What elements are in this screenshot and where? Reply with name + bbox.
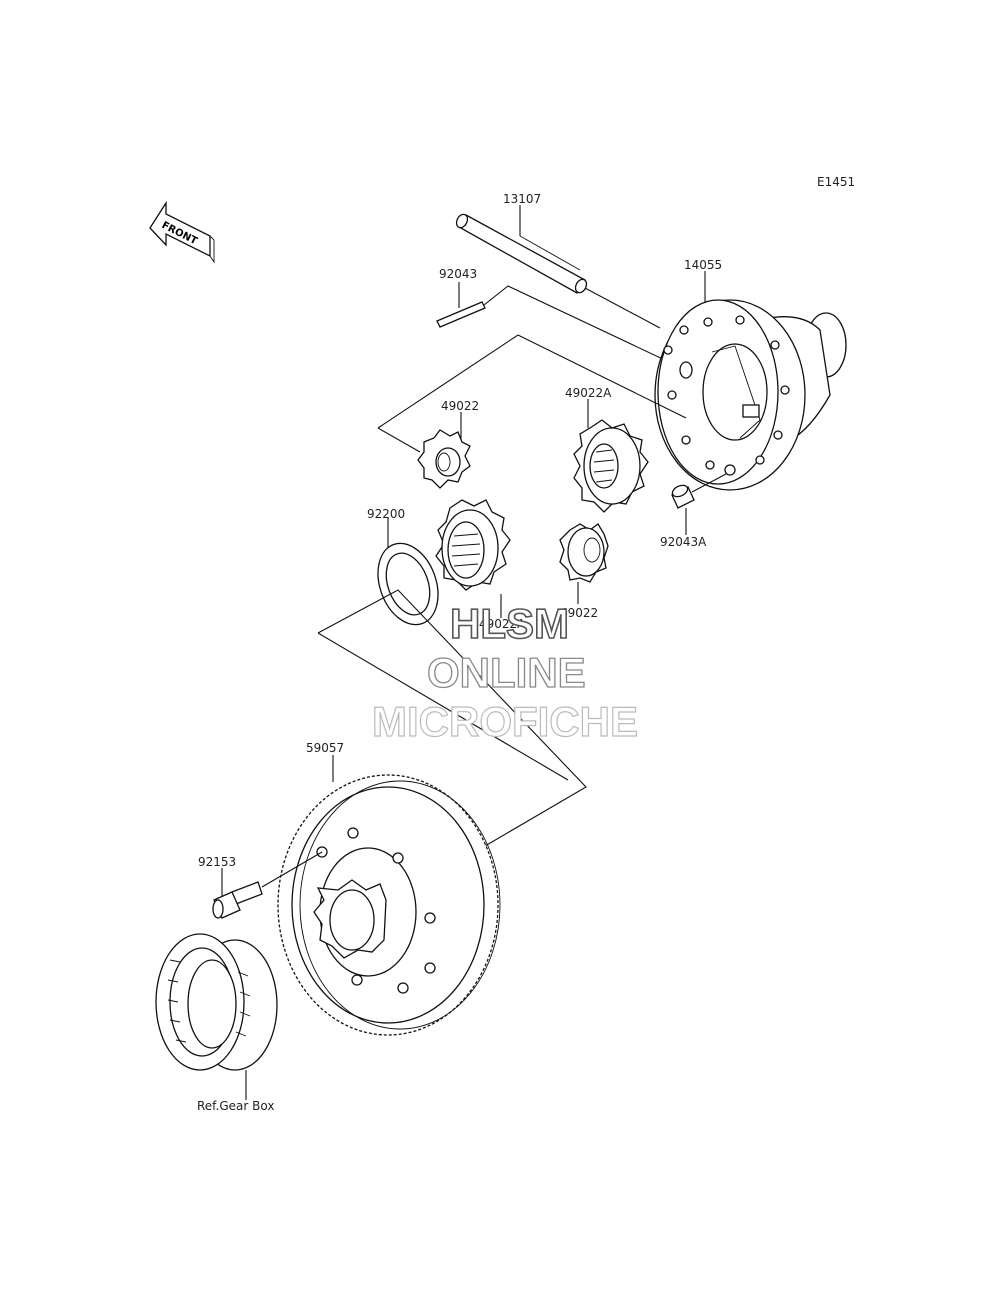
bolt-92153 — [212, 881, 263, 919]
label-49022-top: 49022 — [441, 399, 479, 413]
label-49022A-top: 49022A — [565, 386, 612, 400]
front-arrow-icon: FRONT — [149, 200, 215, 264]
pinion-gear-49022-top — [417, 429, 471, 489]
bracket-leg-bottom — [317, 632, 569, 781]
watermark-line-3: MICROFICHE — [372, 698, 638, 745]
label-49022-bottom: 49022 — [560, 606, 598, 620]
label-59057: 59057 — [306, 741, 344, 755]
label-49022A-bottom: 49022A — [479, 617, 526, 631]
assembly-bracket-bottom — [317, 589, 587, 847]
label-92200: 92200 — [367, 507, 405, 521]
label-ref-gear-box: Ref.Gear Box — [197, 1099, 274, 1113]
watermark-line-1: HLSM — [450, 600, 569, 647]
bolt-axis-line — [261, 851, 323, 888]
label-14055: 14055 — [684, 258, 722, 272]
assembly-bracket-top — [377, 334, 687, 429]
label-92153: 92153 — [198, 855, 236, 869]
label-13107: 13107 — [503, 192, 541, 206]
watermark-line-2: ONLINE — [427, 649, 586, 696]
shaft-axis-line — [584, 287, 661, 329]
pinion-gear-49022-bottom — [559, 523, 609, 583]
differential-case-14055 — [654, 299, 847, 491]
bracket-leg-top — [377, 427, 421, 453]
pin-92043 — [436, 301, 486, 328]
pin-axis-line — [483, 285, 687, 371]
ball-bearing — [155, 933, 278, 1071]
shaft-13107 — [455, 213, 588, 294]
diagram-code: E1451 — [817, 175, 855, 189]
side-gear-49022A-bottom — [435, 499, 511, 591]
ring-gear-59057 — [277, 774, 501, 1036]
pin-92043A — [671, 484, 695, 509]
side-gear-49022A-top — [573, 419, 649, 513]
washer-92200 — [377, 542, 439, 626]
pin-92043A-axis-line — [691, 473, 727, 493]
label-92043A: 92043A — [660, 535, 707, 549]
label-92043: 92043 — [439, 267, 477, 281]
